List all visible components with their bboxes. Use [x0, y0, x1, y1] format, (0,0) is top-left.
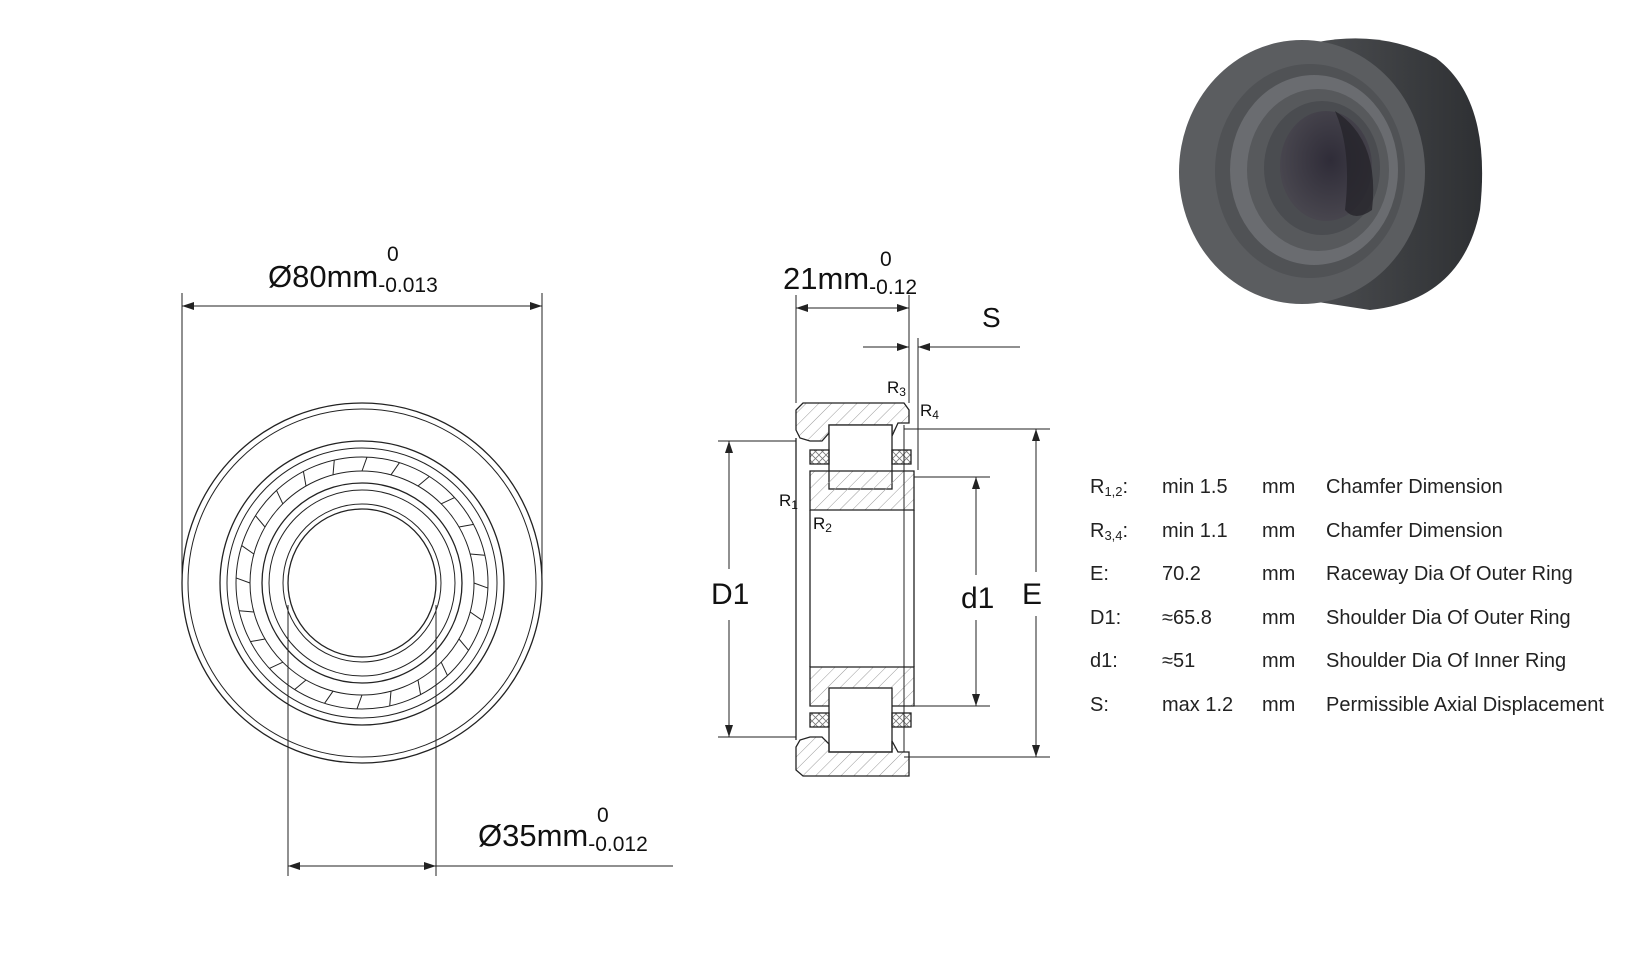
spec-value: min 1.1 — [1162, 519, 1228, 542]
spec-description: Chamfer Dimension — [1326, 519, 1503, 542]
outer-ring-inner-edge — [219, 440, 505, 726]
spec-row: R1,2: min 1.5 mm Chamfer Dimension — [1090, 466, 1604, 510]
r4-label: R4 — [920, 401, 939, 422]
spec-key: d1: — [1090, 650, 1118, 673]
roller-separator-tick — [324, 690, 334, 704]
bore-diameter-dimension — [287, 605, 673, 876]
spec-unit: mm — [1262, 606, 1296, 629]
roller-separators — [235, 456, 489, 710]
front-view — [181, 402, 543, 764]
spec-key: R1,2: — [1090, 476, 1129, 500]
bore-diameter-label: Ø35mm-0.012 — [478, 818, 648, 856]
roller-cage-inner — [249, 470, 475, 696]
outer-diameter-tol-upper: 0 — [387, 243, 399, 266]
bearing-3d-render — [1179, 38, 1483, 311]
spec-key: S: — [1090, 693, 1109, 716]
d1-outer-label: D1 — [711, 578, 749, 611]
spec-key: D1: — [1090, 606, 1122, 629]
roller-separator-tick — [417, 476, 430, 487]
spec-row: R3,4: min 1.1 mm Chamfer Dimension — [1090, 510, 1604, 554]
spec-unit: mm — [1262, 650, 1296, 673]
cage-top-right — [891, 449, 912, 465]
roller-separator-tick — [361, 456, 368, 472]
axial-displacement-dimension — [863, 338, 1020, 470]
spec-key: R3,4: — [1090, 519, 1129, 543]
d1-inner-label: d1 — [961, 582, 994, 615]
spec-row: D1: ≈65.8 mm Shoulder Dia Of Outer Ring — [1090, 597, 1604, 641]
outer-diameter-dimension — [181, 293, 543, 583]
r2-label: R2 — [813, 514, 832, 535]
outer-ring-section-bottom — [795, 736, 910, 777]
spec-unit: mm — [1262, 693, 1296, 716]
spec-row: d1: ≈51 mm Shoulder Dia Of Inner Ring — [1090, 640, 1604, 684]
spec-description: Chamfer Dimension — [1326, 476, 1503, 499]
inner-ring-section-top — [809, 470, 915, 511]
roller-separator-tick — [241, 545, 255, 555]
roller-separator-tick — [470, 553, 485, 556]
roller-separator-tick — [250, 638, 266, 643]
spec-unit: mm — [1262, 519, 1296, 542]
roller-separator-tick — [458, 638, 469, 651]
cage-bottom-right — [891, 712, 912, 728]
spec-value: ≈51 — [1162, 650, 1196, 673]
cage-top-left — [809, 449, 830, 465]
outer-diameter-label: Ø80mm-0.013 — [268, 259, 438, 297]
roller-separator-tick — [269, 661, 284, 669]
spec-value: ≈65.8 — [1162, 606, 1212, 629]
roller-separator-tick — [469, 611, 483, 621]
spec-unit: mm — [1262, 563, 1296, 586]
spec-description: Shoulder Dia Of Outer Ring — [1326, 606, 1571, 629]
roller-separator-tick — [390, 462, 400, 476]
spec-unit: mm — [1262, 476, 1296, 499]
r1-label: R1 — [779, 491, 798, 512]
roller-separator-tick — [255, 515, 266, 528]
roller-bottom — [828, 687, 893, 753]
bore-diameter-tol-upper: 0 — [597, 804, 609, 827]
spec-description: Permissible Axial Displacement — [1326, 693, 1604, 716]
spec-value: max 1.2 — [1162, 693, 1234, 716]
roller-separator-tick — [389, 691, 392, 706]
s-label: S — [982, 302, 1001, 333]
roller-separator-tick — [458, 523, 474, 528]
d1-inner-shoulder-dimension — [914, 476, 990, 707]
cross-section-view — [795, 402, 915, 777]
outer-ring-chamfer — [187, 408, 537, 758]
roller-separator-tick — [302, 471, 307, 487]
spec-row: E: 70.2 mm Raceway Dia Of Outer Ring — [1090, 553, 1604, 597]
roller-cage-outer — [235, 456, 489, 710]
width-dimension — [795, 295, 910, 403]
roller-separator-tick — [473, 582, 489, 589]
bore-edge — [287, 508, 437, 658]
cage-bottom-left — [809, 712, 830, 728]
width-tol-upper: 0 — [880, 248, 892, 271]
bore-chamfer — [282, 503, 442, 663]
spec-row: S: max 1.2 mm Permissible Axial Displacemen… — [1090, 684, 1604, 728]
spec-value: 70.2 — [1162, 563, 1201, 586]
raceway-diameter-dimension — [904, 428, 1050, 758]
roller-separator-tick — [332, 460, 335, 475]
d1-outer-shoulder-dimension — [718, 440, 796, 738]
spec-description: Raceway Dia Of Outer Ring — [1326, 563, 1573, 586]
spec-key: E: — [1090, 563, 1109, 586]
r3-label: R3 — [887, 378, 906, 399]
roller-separator-tick — [239, 610, 254, 613]
roller-separator-tick — [356, 694, 363, 710]
roller-separator-tick — [440, 661, 448, 676]
roller-separator-tick — [276, 490, 284, 505]
e-label: E — [1022, 578, 1042, 611]
roller-separator-tick — [417, 679, 422, 695]
roller-separator-tick — [235, 577, 251, 584]
width-label: 21mm-0.12 — [783, 261, 917, 299]
roller-separator-tick — [440, 497, 455, 505]
spec-description: Shoulder Dia Of Inner Ring — [1326, 650, 1567, 673]
spec-value: min 1.5 — [1162, 476, 1228, 499]
roller-separator-tick — [294, 679, 307, 690]
inner-ring-outer — [261, 482, 463, 684]
